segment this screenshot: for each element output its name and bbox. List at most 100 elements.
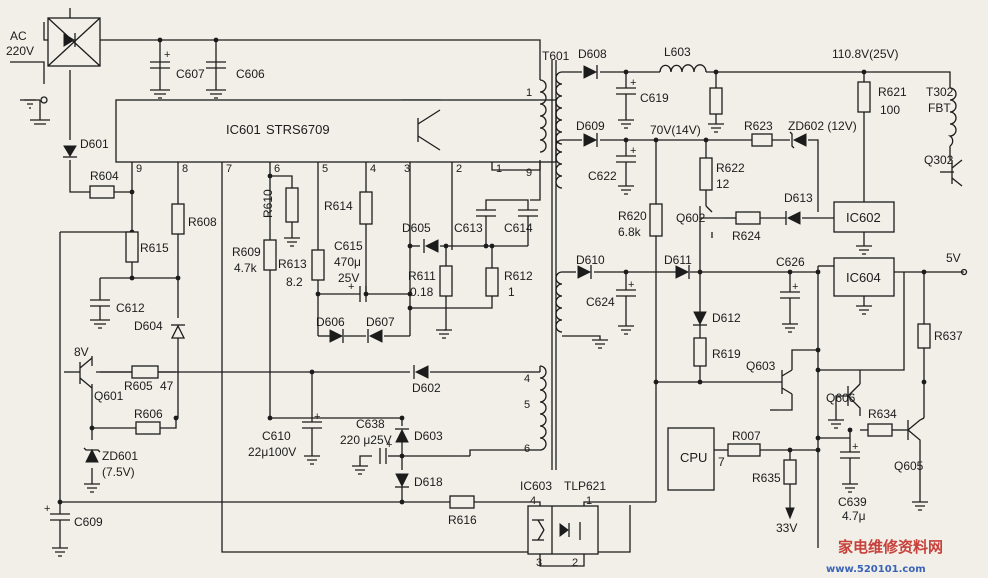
junction-dots [57, 37, 927, 505]
svg-text:+: + [44, 503, 50, 515]
ic603-part-label: TLP621 [564, 479, 606, 493]
t601-pin-1: 1 [526, 87, 532, 99]
d606-label: D606 [316, 315, 345, 329]
v8-label: 8V [74, 345, 89, 359]
r609-value: 4.7k [234, 261, 258, 275]
v5-label: 5V [946, 251, 961, 265]
resistor-r615 [125, 231, 139, 263]
r637-label: R637 [934, 329, 963, 343]
r609-label: R609 [232, 245, 261, 259]
ic602 [833, 201, 895, 233]
capacitor-c638: + [352, 439, 392, 475]
resistor-r637 [917, 323, 931, 349]
c639-label: C639 [838, 495, 867, 509]
zd601-label: ZD601 [102, 449, 138, 463]
t601-pin-5: 5 [524, 399, 530, 411]
t601-label: T601 [542, 49, 570, 63]
ground-symbol [856, 245, 872, 255]
c638-value: 220 μ25V [340, 433, 392, 447]
resistor-r623 [751, 133, 773, 147]
resistor-r609 [263, 239, 277, 271]
resistor-r624 [735, 211, 761, 225]
ground-symbol [708, 123, 724, 133]
resistor-r614 [359, 191, 373, 225]
ic601-pin-4: 4 [370, 163, 376, 175]
capacitor-c606 [206, 61, 226, 99]
d613-label: D613 [784, 191, 813, 205]
svg-text:+: + [792, 281, 798, 293]
c610-label: C610 [262, 429, 291, 443]
r620-value: 6.8k [618, 225, 642, 239]
r620-label: R620 [618, 209, 647, 223]
c614-label: C614 [504, 221, 533, 235]
capacitor-c639: + [840, 441, 860, 493]
diode-d610 [577, 265, 592, 279]
ground-symbol [828, 419, 844, 429]
capacitor-c619: + [616, 77, 636, 129]
ground-symbol [24, 99, 36, 109]
capacitor-c612 [90, 299, 110, 329]
ac-voltage-label: 220V [6, 44, 34, 58]
r635-label: R635 [752, 471, 781, 485]
d603-label: D603 [414, 429, 443, 443]
c626-label: C626 [776, 255, 805, 269]
ic601-pin-9: 9 [136, 163, 142, 175]
t601-pin-6: 6 [524, 443, 530, 455]
r610-label: R610 [261, 189, 275, 218]
zener-zd602 [789, 131, 807, 149]
svg-text:+: + [314, 411, 320, 423]
ac-label: AC [10, 29, 27, 43]
r616-label: R616 [448, 513, 477, 527]
d612-label: D612 [712, 311, 741, 325]
d618-label: D618 [414, 475, 443, 489]
q602-label: Q602 [676, 211, 706, 225]
ground-symbol-2 [30, 100, 50, 125]
c609-label: C609 [74, 515, 103, 529]
diode-d608 [583, 65, 598, 79]
v70-label: 70V(14V) [650, 123, 701, 137]
diode-d602 [413, 365, 429, 379]
resistor-r606 [135, 421, 161, 435]
bridge-rectifier [40, 17, 101, 104]
q605-label: Q605 [894, 459, 924, 473]
resistor-r611 [439, 265, 453, 297]
capacitor-c614 [518, 209, 538, 234]
cpu-block [667, 427, 715, 491]
r622-value: 12 [716, 177, 730, 191]
t302-label: T302 [926, 85, 954, 99]
r613-value: 8.2 [286, 275, 303, 289]
ic601-internal-transistor [417, 109, 441, 151]
d605-label: D605 [402, 221, 431, 235]
zd601-value: (7.5V) [102, 465, 135, 479]
diode-d606 [329, 329, 344, 343]
resistor-r612 [485, 267, 499, 297]
ground-symbol [436, 329, 452, 339]
resistor-r620 [649, 203, 663, 237]
fbt-label: FBT [928, 101, 951, 115]
diode-d603 [395, 428, 409, 443]
capacitor-c626: + [780, 281, 800, 333]
diode-d609 [583, 133, 598, 147]
ic603-pin4: 4 [530, 495, 536, 507]
resistor-r610 [285, 187, 299, 223]
resistor-r616 [449, 495, 475, 509]
v110-label: 110.8V(25V) [832, 47, 899, 61]
resistor-r604 [89, 185, 115, 199]
svg-text:+: + [386, 439, 392, 451]
t601-pin-9: 9 [526, 167, 532, 179]
resistor-r621 [857, 81, 871, 113]
r007-label: R007 [732, 429, 761, 443]
arrow-down-icon [785, 507, 795, 520]
capacitor-c624: + [616, 279, 636, 335]
resistor-r608 [171, 203, 185, 235]
resistor-bleeder [709, 87, 723, 115]
d601-label: D601 [80, 137, 109, 151]
t601-pin-4: 4 [524, 373, 530, 385]
d608-label: D608 [578, 47, 607, 61]
optocoupler-ic603 [527, 505, 599, 555]
svg-text:+: + [348, 281, 354, 293]
svg-text:+: + [164, 49, 170, 61]
d604-label: D604 [134, 319, 163, 333]
ic601-part: STRS6709 [266, 122, 330, 137]
q302-label: Q302 [924, 153, 954, 167]
